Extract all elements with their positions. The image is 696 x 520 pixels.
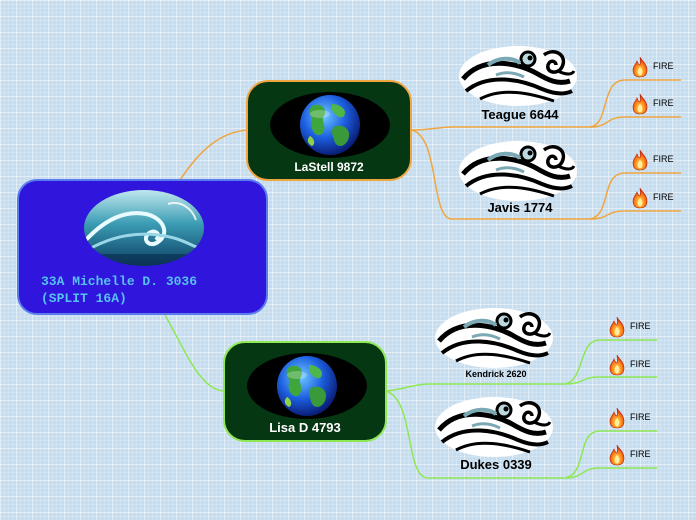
connector-kendrick-fire1: [564, 339, 657, 385]
leaf-label: FIRE: [653, 98, 674, 108]
child-label: Dukes 0339: [460, 457, 532, 472]
connector-kendrick-fire2: [564, 376, 657, 385]
branch-node-lisa[interactable]: Lisa D 4793: [223, 341, 387, 442]
leaf-fire[interactable]: FIRE: [630, 187, 690, 209]
child-label: Teague 6644: [481, 107, 559, 122]
connector-lisa-dukes: [385, 390, 565, 479]
swirl-logo: [458, 140, 578, 202]
leaf-fire[interactable]: FIRE: [607, 444, 667, 466]
connector-root-lastell: [179, 129, 249, 181]
globe-image: [270, 92, 390, 158]
fire-icon: [607, 354, 627, 376]
child-label: Kendrick 2620: [465, 369, 527, 379]
root-title: 33A Michelle D. 3036 (SPLIT 16A): [41, 274, 198, 306]
swirl-logo: [458, 45, 578, 107]
fire-icon: [607, 444, 627, 466]
leaf-fire[interactable]: FIRE: [607, 316, 667, 338]
connector-javis-fire1: [589, 172, 681, 220]
connector-teague-fire1: [589, 79, 681, 128]
branch-label: LaStell 9872: [294, 160, 364, 174]
branch-node-lastell[interactable]: LaStell 9872: [246, 80, 412, 181]
wave-image: [84, 190, 204, 266]
connector-teague-fire2: [589, 116, 681, 128]
globe-image: [247, 353, 367, 419]
leaf-fire[interactable]: FIRE: [630, 93, 690, 115]
fire-icon: [630, 93, 650, 115]
swirl-logo: [434, 307, 554, 369]
connector-dukes-fire1: [564, 430, 657, 479]
leaf-fire[interactable]: FIRE: [630, 149, 690, 171]
leaf-label: FIRE: [630, 412, 651, 422]
connector-root-lisa: [164, 314, 225, 392]
branch-label: Lisa D 4793: [269, 420, 341, 435]
leaf-label: FIRE: [653, 61, 674, 71]
leaf-fire[interactable]: FIRE: [607, 407, 667, 429]
child-node-javis[interactable]: Javis 1774: [458, 140, 582, 220]
leaf-label: FIRE: [630, 449, 651, 459]
connector-dukes-fire2: [564, 467, 657, 479]
child-label: Javis 1774: [487, 200, 553, 215]
leaf-fire[interactable]: FIRE: [607, 354, 667, 376]
child-node-teague[interactable]: Teague 6644: [458, 45, 582, 125]
leaf-label: FIRE: [630, 359, 651, 369]
leaf-label: FIRE: [653, 192, 674, 202]
child-node-dukes[interactable]: Dukes 0339: [434, 396, 558, 476]
fire-icon: [607, 316, 627, 338]
fire-icon: [630, 149, 650, 171]
leaf-label: FIRE: [630, 321, 651, 331]
connector-lastell-teague: [410, 126, 590, 131]
connector-lisa-kendrick: [385, 383, 565, 392]
leaf-label: FIRE: [653, 154, 674, 164]
fire-icon: [630, 187, 650, 209]
fire-icon: [630, 56, 650, 78]
fire-icon: [607, 407, 627, 429]
child-node-kendrick[interactable]: Kendrick 2620: [434, 307, 558, 387]
swirl-logo: [434, 396, 554, 458]
leaf-fire[interactable]: FIRE: [630, 56, 690, 78]
connector-lastell-javis: [410, 129, 590, 220]
connector-javis-fire2: [589, 210, 681, 220]
root-node[interactable]: 33A Michelle D. 3036 (SPLIT 16A): [17, 179, 268, 315]
